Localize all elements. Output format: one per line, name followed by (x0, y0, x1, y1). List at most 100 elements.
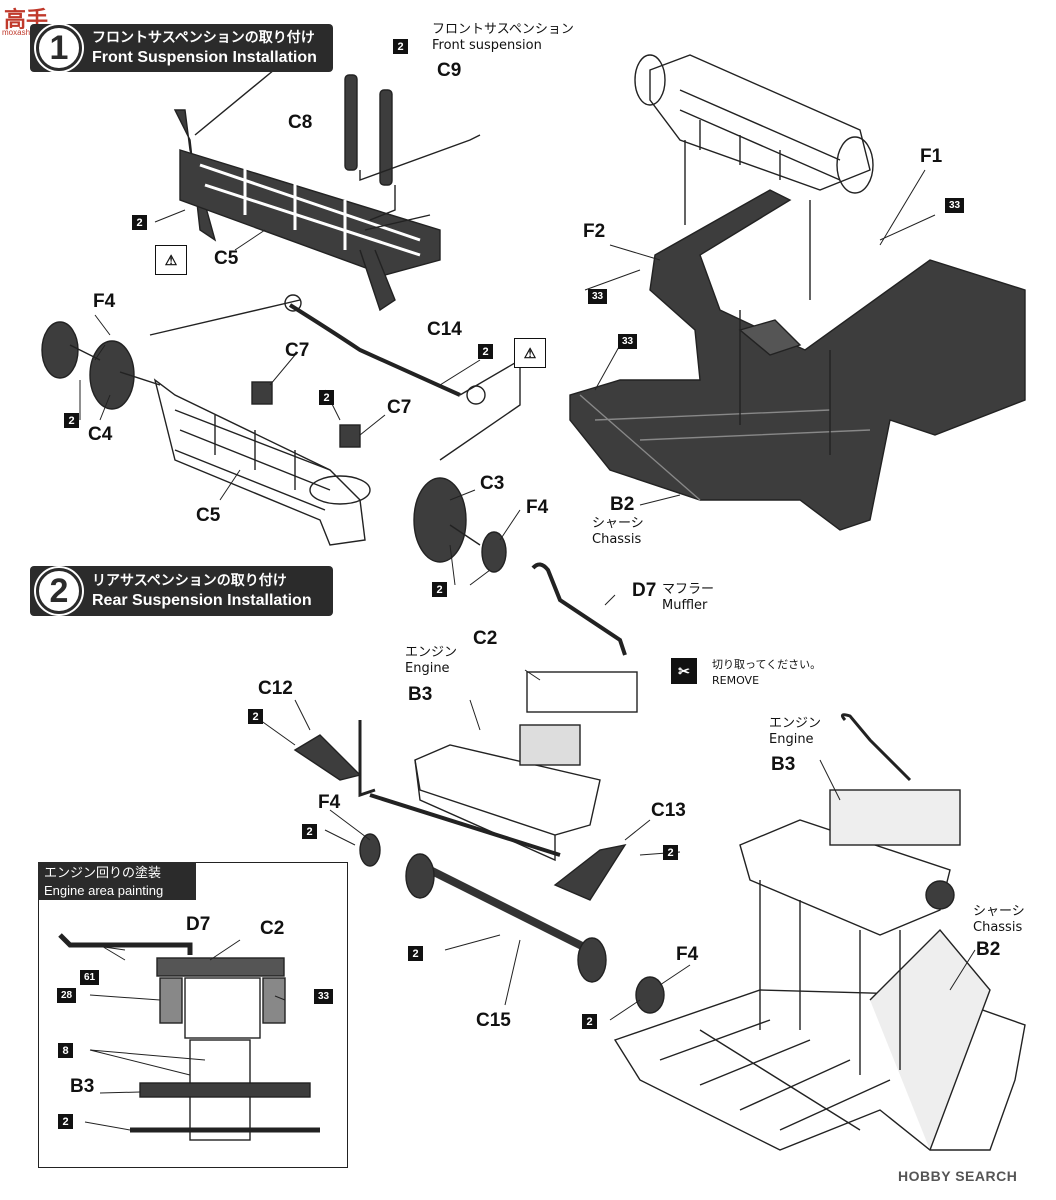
engine-label: エンジン Engine (405, 645, 457, 677)
part-c12: C12 (258, 678, 293, 699)
part-c9: C9 (437, 60, 462, 81)
part-b3: B3 (70, 1076, 95, 1097)
painting-box-title: エンジン回りの塗装 Engine area painting (38, 862, 196, 900)
paint-badge-2: 2 (248, 709, 263, 724)
paint-badge-2: 2 (408, 946, 423, 961)
paint-badge-28: 28 (57, 988, 76, 1003)
step2-title-en: Rear Suspension Installation (92, 592, 312, 609)
chassis-b2-top (569, 189, 1026, 531)
front-suspension-en: Front suspension (432, 38, 542, 53)
part-c14: C14 (427, 319, 462, 340)
paint-badge-33: 33 (588, 289, 607, 304)
paint-badge-2: 2 (582, 1014, 597, 1029)
paint-badge-33: 33 (618, 334, 637, 349)
remove-label: 切り取ってください。 REMOVE (712, 657, 821, 689)
watermark: HOBBY SEARCH (898, 1168, 1018, 1184)
part-b3: B3 (771, 754, 796, 775)
part-c5: C5 (196, 505, 221, 526)
insertion-arrows (684, 140, 831, 455)
painting-title-en: Engine area painting (44, 883, 164, 898)
engine-painting-box (38, 862, 348, 1168)
painting-title-jp: エンジン回りの塗装 (44, 865, 162, 880)
engine2-en: Engine (769, 732, 814, 747)
part-f4: F4 (93, 291, 116, 312)
site-logo: 高手 moxashou.com (0, 0, 58, 42)
chassis-en: Chassis (592, 532, 642, 547)
part-d7: D7 (186, 914, 211, 935)
muffler-en: Muffler (662, 598, 708, 613)
part-c2: C2 (473, 628, 498, 649)
part-c3: C3 (480, 473, 505, 494)
paint-badge-33: 33 (945, 198, 964, 213)
part-f4: F4 (318, 792, 341, 813)
c12-arm (293, 720, 376, 798)
front-suspension-jp: フロントサスペンション (432, 22, 574, 37)
c13-arm (553, 843, 627, 901)
step2-title-jp: リアサスペンションの取り付け (92, 573, 287, 589)
caution-icon: ⚠ (514, 338, 546, 368)
rear-axle-c15 (359, 793, 665, 1014)
chassis-label: シャーシ Chassis (592, 516, 644, 548)
muffler-d7 (531, 562, 627, 656)
step1-header: 1 フロントサスペンションの取り付け Front Suspension Inst… (30, 24, 333, 72)
step2-header: 2 リアサスペンションの取り付け Rear Suspension Install… (30, 566, 333, 616)
paint-badge-2: 2 (393, 39, 408, 54)
paint-badge-2: 2 (64, 413, 79, 428)
wheel-f4-c4 (41, 321, 161, 410)
tie-rod-c14 (149, 294, 521, 461)
part-f2: F2 (583, 221, 606, 242)
engine-en: Engine (405, 661, 450, 676)
muffler-jp: マフラー (662, 582, 715, 597)
engine-label-2: エンジン Engine (769, 716, 821, 748)
part-c7: C7 (285, 340, 310, 361)
remove-icon: ✂ (671, 658, 697, 684)
part-b2: B2 (976, 939, 1001, 960)
part-c2: C2 (260, 918, 285, 939)
step2-number: 2 (36, 568, 82, 614)
paint-badge-61: 61 (80, 970, 99, 985)
paint-badge-2: 2 (319, 390, 334, 405)
chassis-jp: シャーシ (592, 516, 644, 531)
part-c15: C15 (476, 1010, 511, 1031)
front-axle-frame-top (173, 64, 441, 312)
paint-badge-2: 2 (478, 344, 493, 359)
remove-jp: 切り取ってください。 (712, 658, 822, 671)
painting-engine-drawing (58, 933, 320, 1141)
logo-subtext: moxashou.com (2, 28, 56, 37)
part-c7: C7 (387, 397, 412, 418)
paint-badge-2: 2 (663, 845, 678, 860)
remove-en: REMOVE (712, 674, 760, 687)
front-suspension-assembled (634, 54, 874, 194)
part-f4: F4 (676, 944, 699, 965)
paint-badge-8: 8 (58, 1043, 73, 1058)
caution-icon: ⚠ (155, 245, 187, 275)
leader-lines (79, 169, 976, 1131)
c7-brackets (251, 381, 361, 448)
step1-title-jp: フロントサスペンションの取り付け (92, 30, 315, 46)
paint-badge-33: 33 (314, 989, 333, 1004)
chassis2-en: Chassis (973, 920, 1023, 935)
paint-badge-2: 2 (302, 824, 317, 839)
muffler-label: マフラー Muffler (662, 582, 714, 614)
part-b2: B2 (610, 494, 635, 515)
part-b3: B3 (408, 684, 433, 705)
step1-number: 1 (36, 25, 82, 71)
chassis2-jp: シャーシ (973, 904, 1025, 919)
part-c8: C8 (288, 112, 313, 133)
paint-badge-2: 2 (432, 582, 447, 597)
chassis-label-2: シャーシ Chassis (973, 904, 1025, 936)
engine-b3-assembled (739, 713, 961, 1075)
part-d7: D7 (632, 580, 657, 601)
front-suspension-callout: フロントサスペンション Front suspension (432, 22, 574, 54)
part-c13: C13 (651, 800, 686, 821)
engine-jp: エンジン (405, 645, 458, 660)
paint-badge-2: 2 (58, 1114, 73, 1129)
step1-title-en: Front Suspension Installation (92, 49, 317, 66)
paint-badge-2: 2 (132, 215, 147, 230)
engine2-jp: エンジン (769, 716, 822, 731)
shocks-c8-c9 (344, 74, 481, 221)
part-c5: C5 (214, 248, 239, 269)
part-f4: F4 (526, 497, 549, 518)
part-c4: C4 (88, 424, 113, 445)
